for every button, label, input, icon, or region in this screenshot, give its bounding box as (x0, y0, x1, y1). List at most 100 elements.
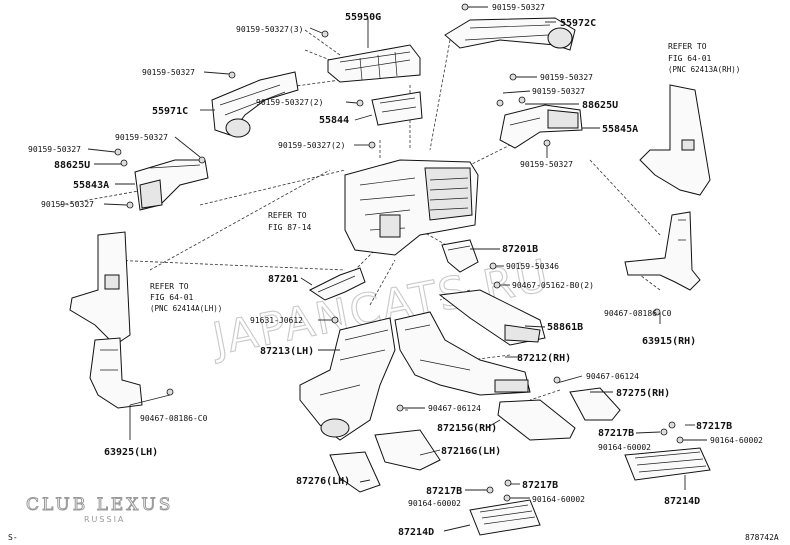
screw (493, 281, 501, 289)
screw (126, 201, 134, 209)
callout-87201: 87201 (268, 274, 298, 285)
screw (198, 156, 206, 164)
part-heater-unit (344, 159, 479, 256)
refer-rh-line3: (PNC 62413A(RH)) (668, 65, 740, 74)
callout-55845A: 55845A (602, 124, 638, 135)
callout-90467-06124-right: 90467-06124 (586, 372, 639, 381)
refer-87-line1: REFER TO (268, 211, 307, 220)
callout-87212-rh: 87212(RH) (517, 353, 571, 364)
screw (120, 159, 128, 167)
callout-90164-60002-c: 90164-60002 (408, 499, 461, 508)
callout-87276-lh: 87276(LH) (296, 476, 350, 487)
labels: 90159-50327 55972C 90159-50327(3) 55950G… (8, 3, 779, 542)
logo-main-text: CLUB LEXUS (26, 495, 173, 515)
part-55843A (134, 159, 209, 211)
callout-90159-50327-l4: 90159-50327 (41, 200, 94, 209)
part-87214D-right (624, 447, 711, 481)
screw (228, 71, 236, 79)
callout-90159-50327-r2: 90159-50327 (532, 87, 585, 96)
refer-lh-line3: (PNC 62414A(LH)) (150, 304, 222, 313)
callout-87213-lh: 87213(LH) (260, 346, 314, 357)
screw (496, 99, 504, 107)
part-87213-lh (299, 317, 396, 441)
part-55844 (371, 91, 423, 126)
screw (489, 262, 497, 270)
callout-87217B-c: 87217B (426, 486, 462, 497)
part-55950G (327, 44, 421, 83)
part-pillar-rh (639, 84, 711, 196)
part-87201 (309, 267, 366, 301)
callout-87214D-center: 87214D (398, 527, 434, 538)
callout-90159-50327-3: 90159-50327(3) (236, 25, 303, 34)
leader-lines (87, 6, 707, 532)
screw (321, 30, 329, 38)
diagram-id: 878742A (745, 533, 779, 542)
callout-87217B-d: 87217B (522, 480, 558, 491)
callout-90467-06124-center: 90467-06124 (428, 404, 481, 413)
refer-87-line2: FIG 87-14 (268, 223, 312, 232)
callout-90159-50327-2b: 90159-50327(2) (278, 141, 345, 150)
part-58861B (438, 289, 546, 346)
callout-87214D-right: 87214D (664, 496, 700, 507)
screw (368, 141, 376, 149)
screw (331, 316, 339, 324)
callout-91631-J0612: 91631-J0612 (250, 316, 303, 325)
callout-90164-60002-a: 90164-60002 (710, 436, 763, 445)
corner-mark: S- (8, 533, 18, 542)
callout-87216G-lh: 87216G(LH) (441, 446, 501, 457)
callout-90159-50327-r1: 90159-50327 (540, 73, 593, 82)
callout-55972C: 55972C (560, 18, 596, 29)
part-55972C (444, 17, 576, 51)
screw (543, 139, 551, 147)
part-87212-rh (394, 311, 531, 396)
callout-87275-rh: 87275(RH) (616, 388, 670, 399)
callout-55843A: 55843A (73, 180, 109, 191)
callout-58861B: 58861B (547, 322, 583, 333)
callout-90159-50346: 90159-50346 (506, 262, 559, 271)
callout-63915-rh: 63915(RH) (642, 336, 696, 347)
callout-55844: 55844 (319, 115, 349, 126)
callout-90164-60002-d: 90164-60002 (532, 495, 585, 504)
callout-87217B-b: 87217B (598, 428, 634, 439)
callout-87201B: 87201B (502, 244, 538, 255)
part-pillar-lh (69, 231, 131, 346)
callout-90159-50327-r3: 90159-50327 (520, 160, 573, 169)
part-87275-rh (569, 387, 621, 421)
callout-87217B-a: 87217B (696, 421, 732, 432)
refer-rh-line2: FIG 64-01 (668, 54, 712, 63)
callout-55971C: 55971C (152, 106, 188, 117)
club-lexus-logo: CLUB LEXUS RUSSIA (26, 495, 173, 525)
callout-90159-50327-2a: 90159-50327(2) (256, 98, 323, 107)
screw (503, 494, 511, 502)
part-63915-rh (624, 211, 701, 291)
part-55845A (499, 104, 583, 149)
part-87276-lh (329, 451, 381, 493)
screw (668, 421, 676, 429)
callout-90159-50327-top: 90159-50327 (492, 3, 545, 12)
callout-90467-08186-left: 90467-08186-C0 (140, 414, 208, 423)
part-63925-lh (89, 337, 143, 409)
part-87201B (441, 239, 479, 273)
part-87216G-lh (374, 429, 441, 471)
logo-sub-text: RUSSIA (84, 515, 125, 524)
callout-90467-08186-right: 90467-08186-C0 (604, 309, 672, 318)
part-87214D-center (469, 499, 541, 536)
callout-87215G-rh: 87215G(RH) (437, 423, 497, 434)
fasteners (114, 3, 684, 502)
part-55971C (211, 71, 299, 138)
part-87215G-rh (497, 399, 576, 441)
screw (166, 388, 174, 396)
callout-90159-50327-l1: 90159-50327 (142, 68, 195, 77)
callout-90467-05162: 90467-05162-B0(2) (512, 281, 594, 290)
refer-rh-line1: REFER TO (668, 42, 707, 51)
screw (660, 428, 668, 436)
screw (509, 73, 517, 81)
callout-90164-60002-b: 90164-60002 (598, 443, 651, 452)
refer-lh-line2: FIG 64-01 (150, 293, 194, 302)
callout-88625U-left: 88625U (54, 160, 90, 171)
screw (114, 148, 122, 156)
callout-88625U-right: 88625U (582, 100, 618, 111)
screw (518, 96, 526, 104)
callout-55950G: 55950G (345, 12, 381, 23)
